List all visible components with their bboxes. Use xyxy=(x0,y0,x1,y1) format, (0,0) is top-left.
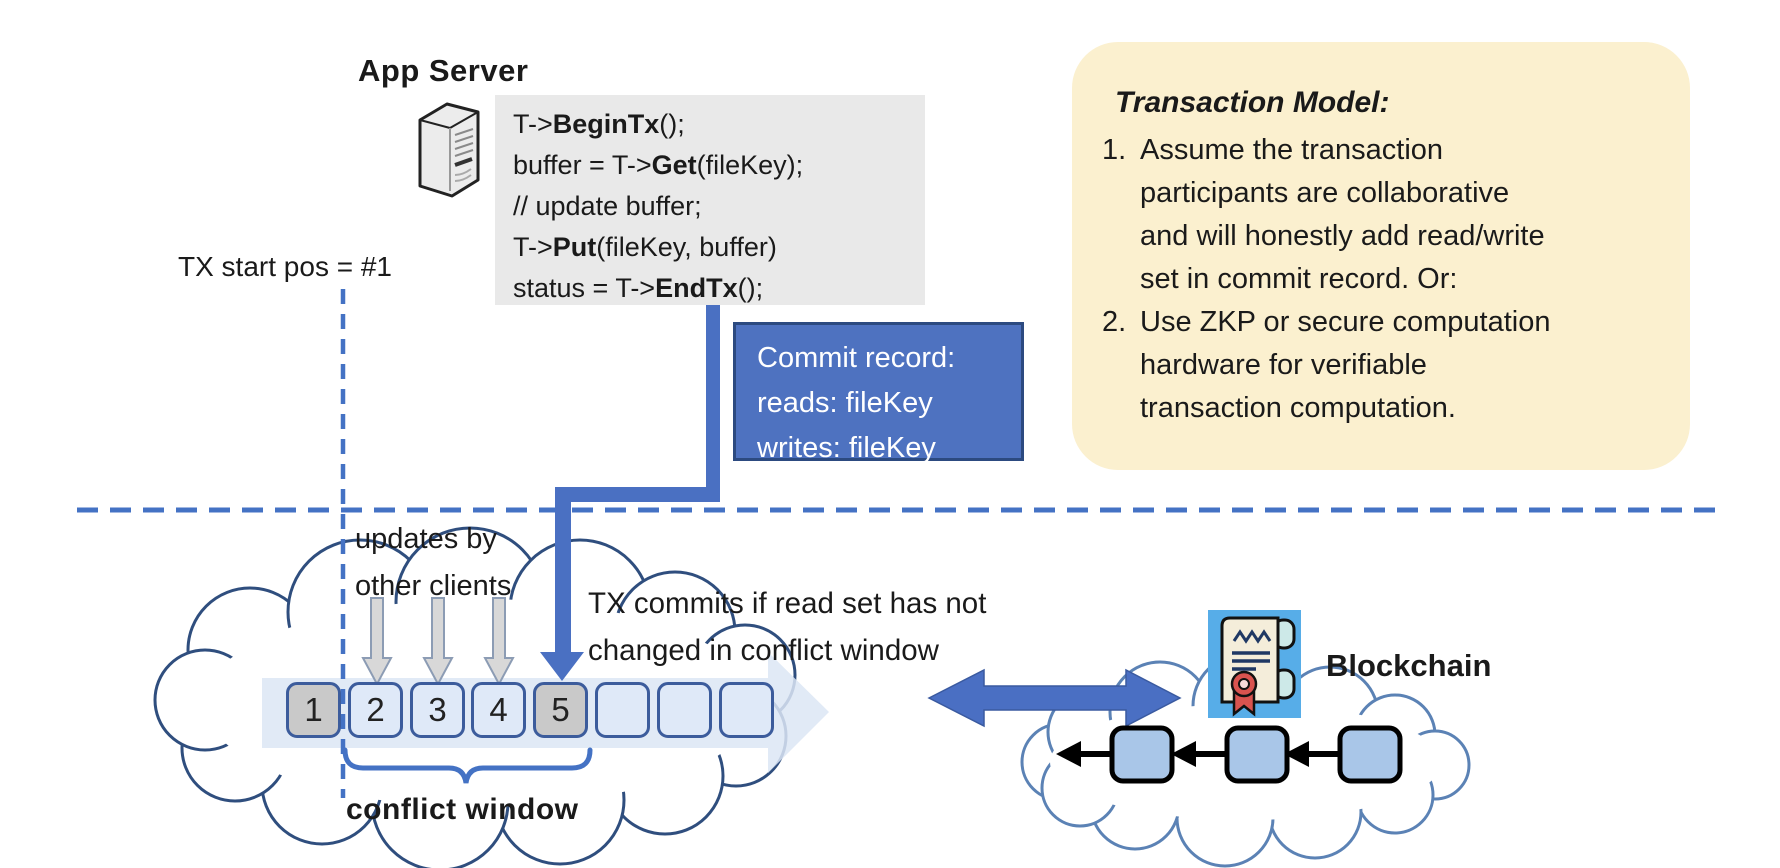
chain-links xyxy=(1056,741,1340,767)
timeline-block xyxy=(657,682,712,738)
code-block: T->BeginTx();buffer = T->Get(fileKey);//… xyxy=(495,95,925,305)
code-text: T-> xyxy=(513,232,553,262)
certificate-icon xyxy=(1208,610,1301,718)
code-text: buffer = T-> xyxy=(513,150,652,180)
tx-commits-note: TX commits if read set has not changed i… xyxy=(588,587,987,667)
code-line: // update buffer; xyxy=(513,186,925,227)
timeline-block: 5 xyxy=(533,682,588,738)
timeline-block: 2 xyxy=(348,682,403,738)
code-line: T->Put(fileKey, buffer) xyxy=(513,227,925,268)
code-text: // update buffer; xyxy=(513,191,702,221)
conflict-window-brace xyxy=(342,747,593,784)
update-arrow-icon xyxy=(483,597,515,687)
timeline-block xyxy=(719,682,774,738)
blockchain-block xyxy=(1337,725,1403,784)
commit-connector-arrow xyxy=(540,300,720,681)
item-text: Assume the transaction participants are … xyxy=(1140,134,1545,295)
blockchain-block xyxy=(1224,725,1290,784)
transaction-model-note: Transaction Model: 1. Assume the transact… xyxy=(1072,42,1690,470)
server-icon xyxy=(418,102,480,198)
transaction-model-item: 1. Assume the transaction participants ar… xyxy=(1102,129,1662,301)
code-text: (fileKey); xyxy=(696,150,804,180)
timeline-block: 3 xyxy=(410,682,465,738)
chain-link-arrowhead xyxy=(1056,741,1081,767)
chain-link-arrowhead xyxy=(1284,741,1309,767)
commit-record-box: Commit record: reads: fileKey writes: fi… xyxy=(733,322,1024,464)
timeline-block: 1 xyxy=(286,682,341,738)
code-text: status = T-> xyxy=(513,273,656,303)
code-text: (fileKey, buffer) xyxy=(596,232,777,262)
app-server-label: App Server xyxy=(358,53,529,88)
code-block-lines: T->BeginTx();buffer = T->Get(fileKey);//… xyxy=(513,104,925,309)
code-line: T->BeginTx(); xyxy=(513,104,925,145)
blockchain-label: Blockchain xyxy=(1326,648,1492,683)
code-text: Put xyxy=(552,232,597,262)
code-line: status = T->EndTx(); xyxy=(513,268,925,309)
code-text: (); xyxy=(659,109,685,139)
updates-by-other-clients-label: updates by other clients xyxy=(355,523,512,602)
item-number: 2. xyxy=(1102,306,1127,338)
transaction-model-title: Transaction Model: xyxy=(1115,86,1390,119)
item-text: Use ZKP or secure computation hardware f… xyxy=(1140,306,1551,424)
tx-start-pos-label: TX start pos = #1 xyxy=(178,251,392,282)
item-number: 1. xyxy=(1102,134,1127,166)
chain-link-arrowhead xyxy=(1171,741,1196,767)
timeline-block xyxy=(595,682,650,738)
code-text: EndTx xyxy=(655,273,738,303)
update-arrows xyxy=(361,597,515,687)
sync-double-arrow xyxy=(927,668,1182,728)
transaction-model-list: 1. Assume the transaction participants ar… xyxy=(1102,129,1662,430)
code-text: BeginTx xyxy=(552,109,660,139)
conflict-window-label: conflict window xyxy=(346,793,579,826)
code-line: buffer = T->Get(fileKey); xyxy=(513,145,925,186)
code-text: T-> xyxy=(513,109,553,139)
chain-blocks xyxy=(1109,725,1403,784)
update-arrow-icon xyxy=(422,597,454,687)
update-arrow-icon xyxy=(361,597,393,687)
blockchain-block xyxy=(1109,725,1175,784)
code-text: Get xyxy=(651,150,697,180)
code-text: (); xyxy=(737,273,764,303)
timeline-block: 4 xyxy=(471,682,526,738)
transaction-model-item: 2. Use ZKP or secure computation hardware… xyxy=(1102,301,1662,430)
